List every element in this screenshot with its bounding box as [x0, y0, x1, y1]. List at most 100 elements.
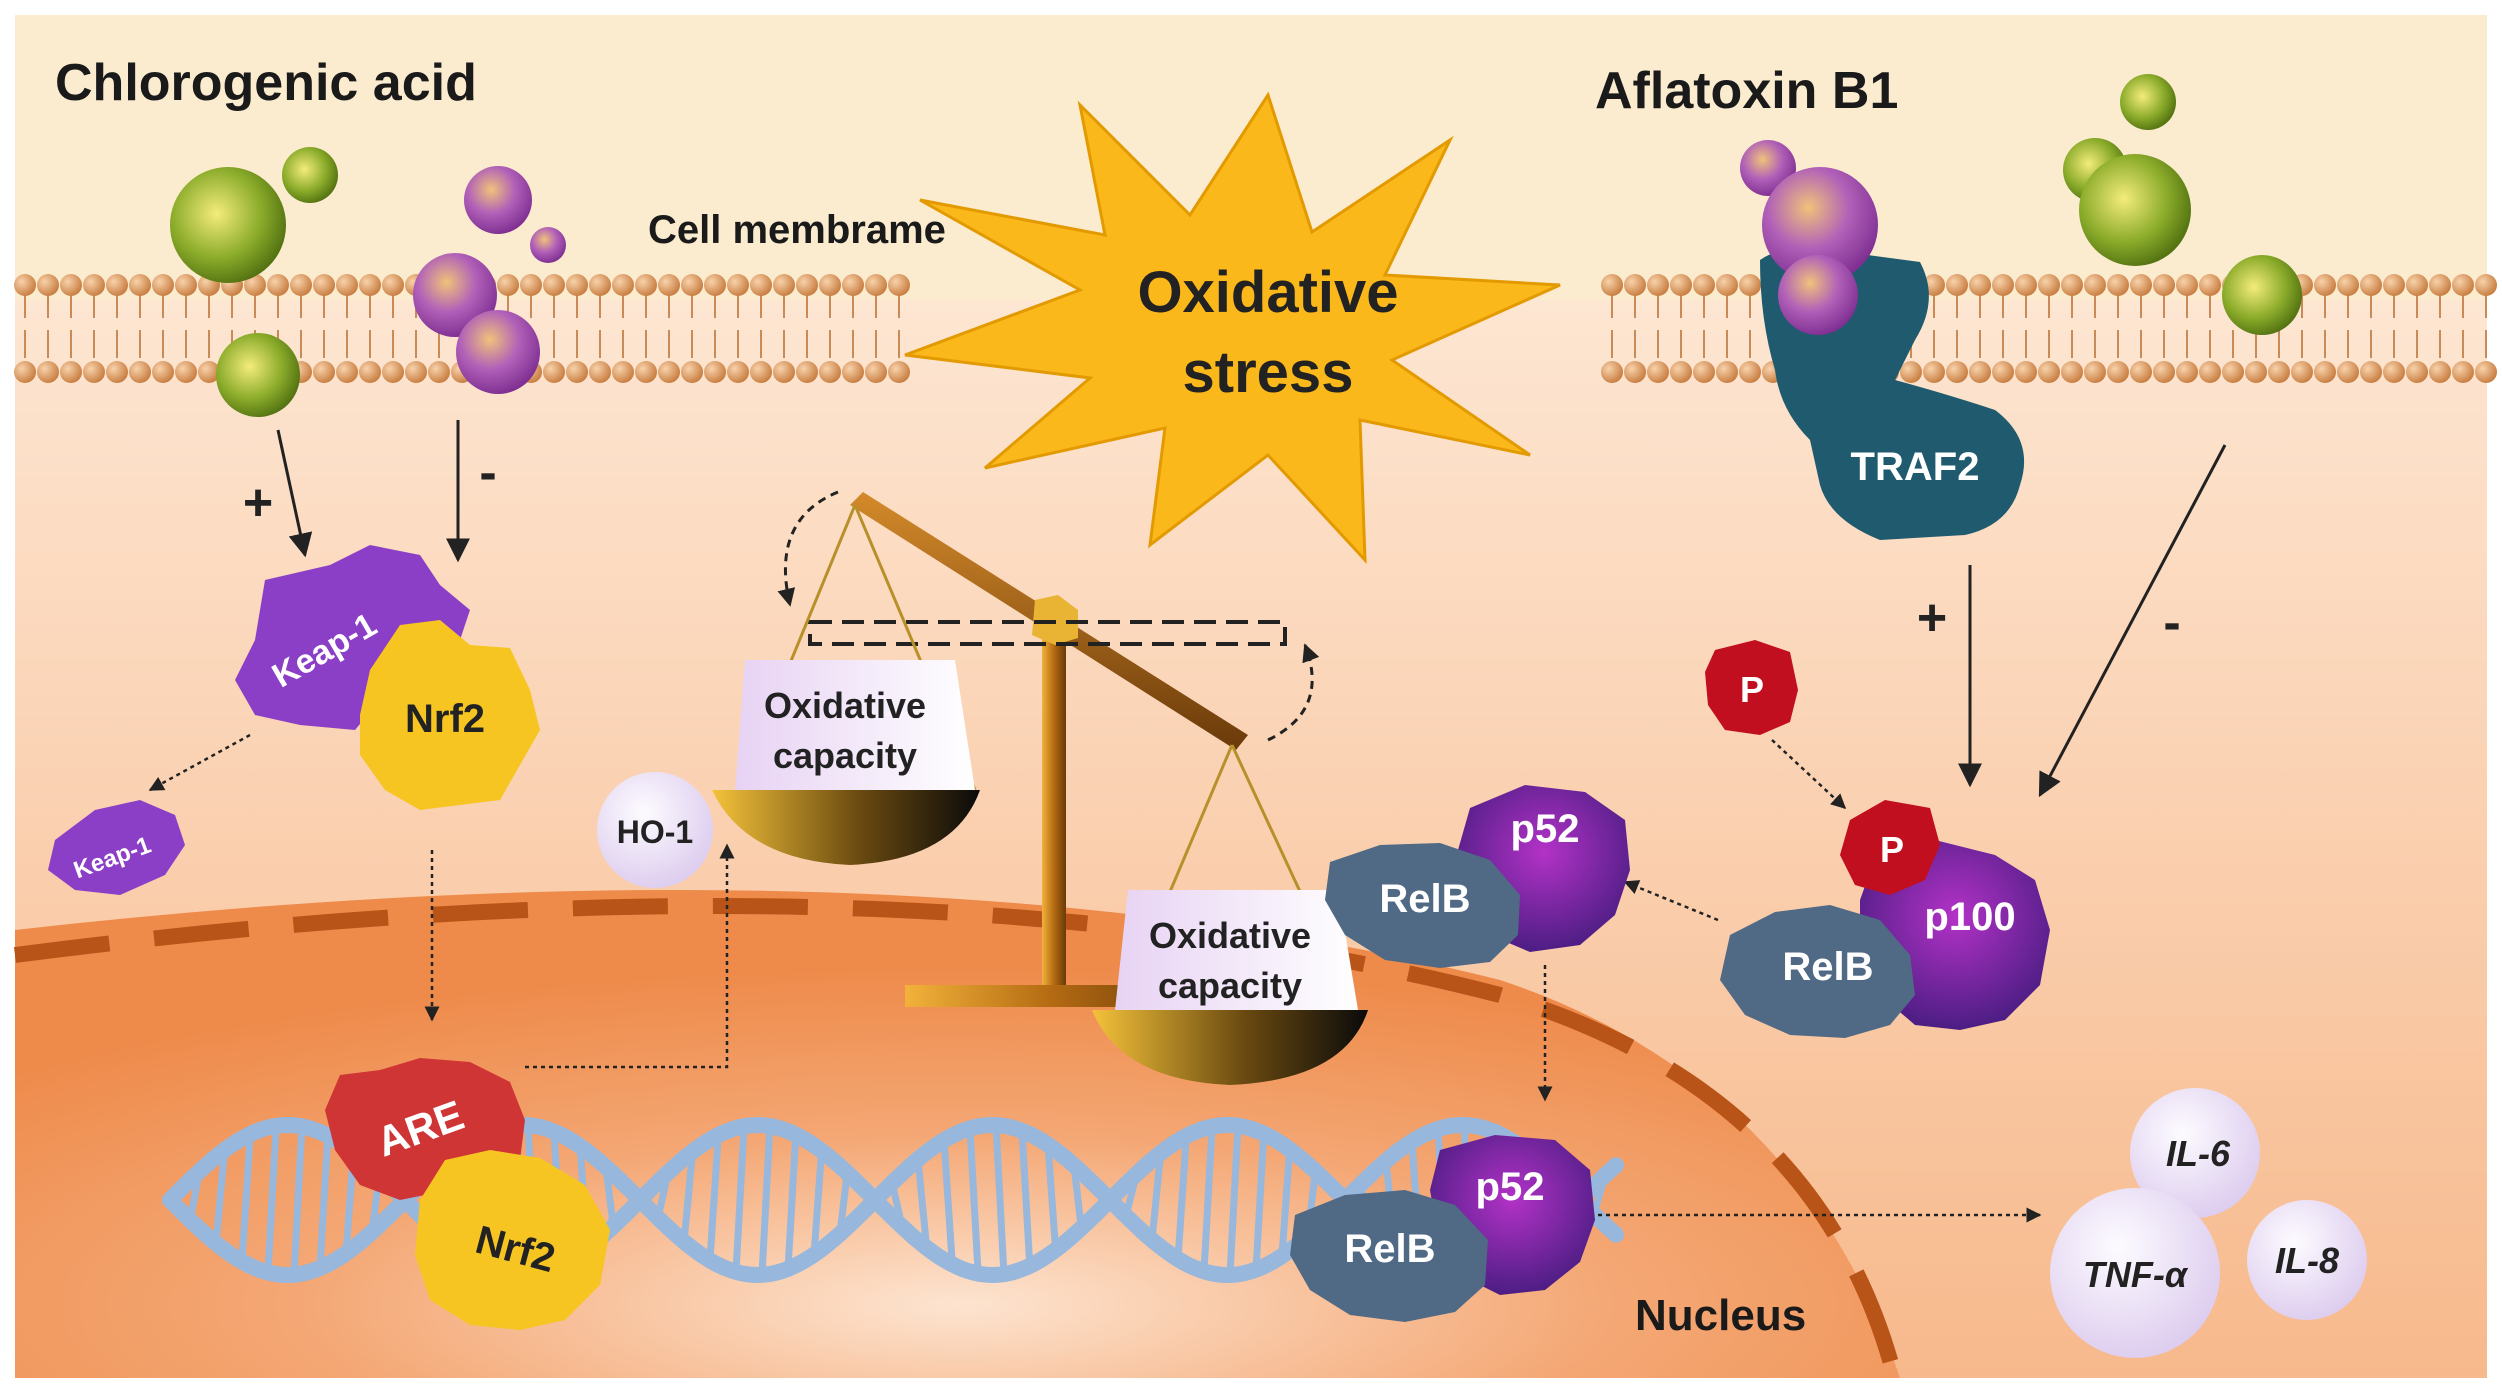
lipid-head [359, 274, 381, 296]
lipid-head [566, 274, 588, 296]
lipid-head [2268, 361, 2290, 383]
lipid-head [37, 274, 59, 296]
dna-base-pair [1174, 1140, 1190, 1260]
lipid-head [819, 361, 841, 383]
left-pan-label-2: capacity [773, 735, 917, 776]
lipid-head [1923, 361, 1945, 383]
lipid-head [635, 361, 657, 383]
lipid-head [14, 361, 36, 383]
lipid-head [2130, 361, 2152, 383]
tnfa-cytokine [2050, 1188, 2220, 1358]
level-reference [808, 620, 1287, 646]
lipid-head [773, 361, 795, 383]
dna-base-pair [940, 1139, 956, 1261]
p100-label: p100 [1924, 895, 2015, 939]
lipid-head [2061, 274, 2083, 296]
chlorogenic-acid-molecule [2079, 154, 2191, 266]
lipid-head [2429, 274, 2451, 296]
p52-label: p52 [1511, 807, 1580, 851]
arrow-keap1-release [148, 733, 251, 792]
relb-protein [1720, 905, 1915, 1038]
il8-cytokine [2247, 1200, 2367, 1320]
lipid-head [428, 361, 450, 383]
lipid-head [727, 274, 749, 296]
tnfa-label: TNF-α [2083, 1254, 2189, 1295]
lipid-head [1739, 274, 1761, 296]
lipid-head [865, 361, 887, 383]
lipid-head [1716, 361, 1738, 383]
lipid-head [2337, 274, 2359, 296]
arrow-are-to-ho1 [525, 843, 735, 1069]
lipid-head [2061, 361, 2083, 383]
dna-base-pair [290, 1125, 306, 1275]
lipid-head [1693, 274, 1715, 296]
ho1-enzyme [597, 772, 713, 888]
dna-base-pair [212, 1156, 228, 1244]
lipid-head [796, 274, 818, 296]
chlorogenic-acid-molecule [2120, 74, 2176, 130]
lipid-head [152, 361, 174, 383]
chlorogenic-acid-molecule [216, 333, 300, 417]
dna-base-pair [1148, 1159, 1164, 1241]
lipid-head [842, 361, 864, 383]
lipid-head [2199, 361, 2221, 383]
lipid-head [2222, 361, 2244, 383]
lipid-head [1670, 361, 1692, 383]
chlorogenic-acid-molecule [2222, 255, 2302, 335]
oxidative-stress-label-2: stress [1183, 340, 1354, 405]
lipid-head [2475, 274, 2497, 296]
plus-sign-right: + [1917, 589, 1947, 647]
p52-bound-label: p52 [1476, 1165, 1545, 1209]
cell-membrane-label: Cell membrame [648, 208, 946, 252]
phosphate-bound [1840, 800, 1940, 895]
nucleus-label: Nucleus [1635, 1291, 1806, 1340]
lipid-head [2130, 274, 2152, 296]
lipid-head [888, 274, 910, 296]
lipid-head [106, 361, 128, 383]
arrow-chlorogenic-to-p100 [2038, 444, 2227, 798]
aflatoxin-molecule [1762, 167, 1878, 283]
lipid-head [566, 361, 588, 383]
lipid-head [658, 361, 680, 383]
relb-protein [1325, 843, 1520, 968]
dna-base-pair [1278, 1143, 1294, 1257]
lipid-head [497, 274, 519, 296]
lipid-head [83, 274, 105, 296]
aflatoxin-molecule [456, 310, 540, 394]
nrf2-bound-protein [415, 1150, 610, 1330]
lipid-head [681, 361, 703, 383]
il6-cytokine [2130, 1088, 2260, 1218]
lipid-head [1601, 361, 1623, 383]
lipid-head [1647, 274, 1669, 296]
lipid-head [60, 274, 82, 296]
lipid-head [2176, 361, 2198, 383]
lipid-head [1647, 361, 1669, 383]
lipid-head [290, 274, 312, 296]
lipid-head [37, 361, 59, 383]
lipid-head [198, 361, 220, 383]
lipid-head [152, 274, 174, 296]
rotation-arrow-right [1267, 643, 1320, 742]
il8-label: IL-8 [2275, 1240, 2339, 1281]
chlorogenic-acid-molecule [282, 147, 338, 203]
lipid-head [1900, 361, 1922, 383]
traf2-label: TRAF2 [1851, 445, 1980, 489]
lipid-head [83, 361, 105, 383]
dna-base-pair [914, 1158, 930, 1242]
right-pan-label-1: Oxidative [1149, 915, 1311, 956]
lipid-head [336, 361, 358, 383]
lipid-head [2084, 274, 2106, 296]
lipid-head [704, 361, 726, 383]
lipid-head [1601, 274, 1623, 296]
dna-base-pair [316, 1131, 332, 1269]
lipid-head [313, 361, 335, 383]
nrf2-label: Nrf2 [405, 697, 485, 741]
lipid-head [2107, 361, 2129, 383]
lipid-head [727, 361, 749, 383]
dna-base-pair [1044, 1144, 1060, 1256]
arrow-phosphorylation [1771, 739, 1847, 810]
lipid-head [635, 274, 657, 296]
dna-base-pair [238, 1138, 254, 1262]
lipid-head [2383, 274, 2405, 296]
